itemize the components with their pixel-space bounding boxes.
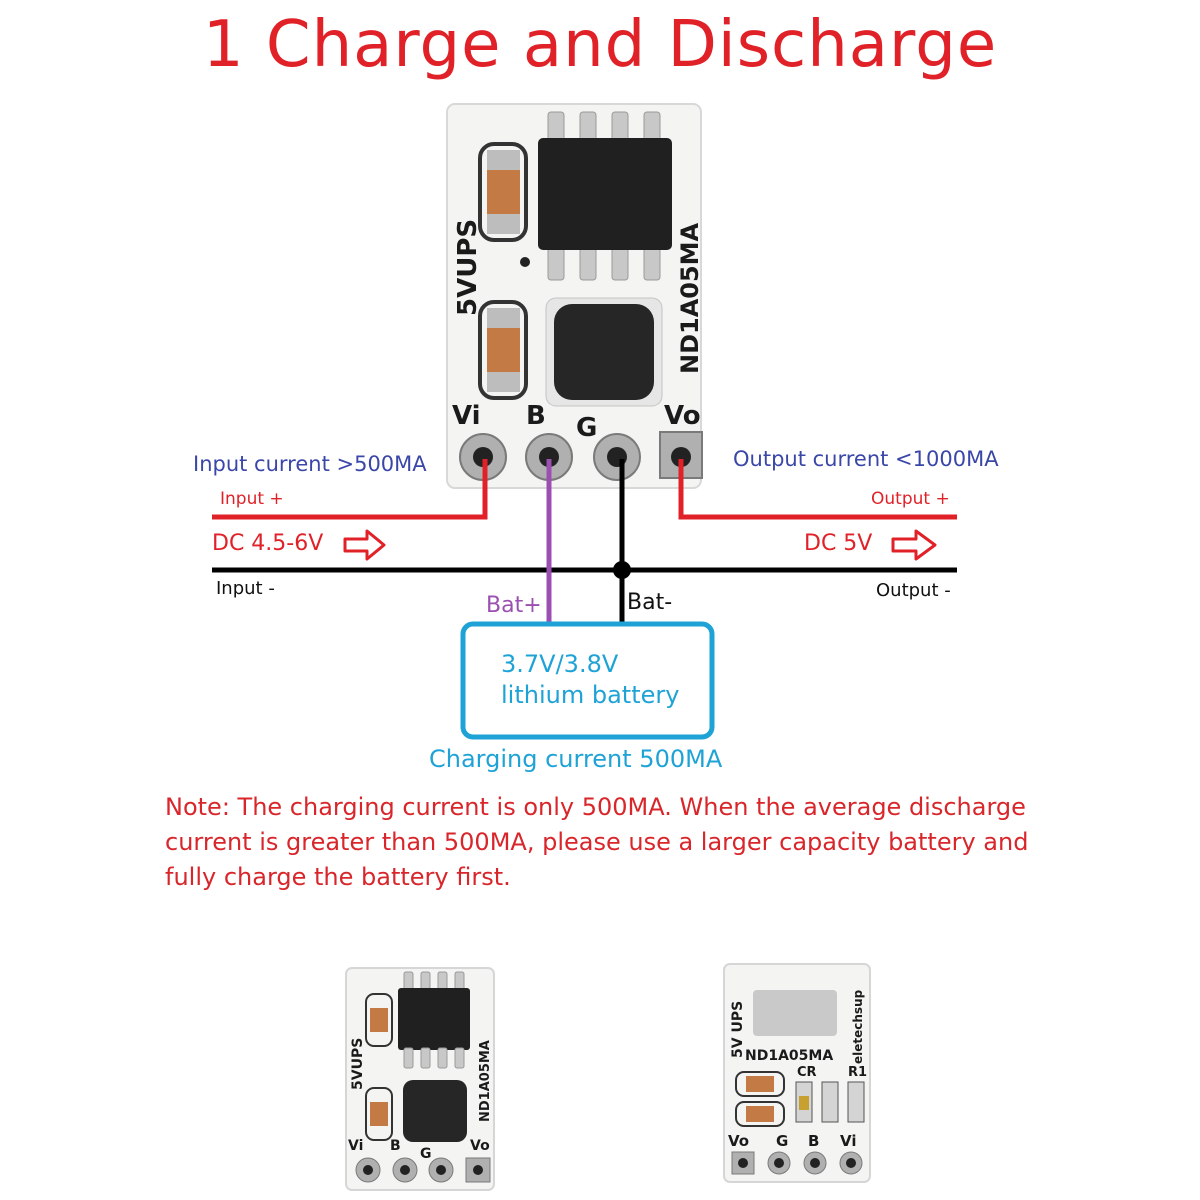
output-plus-label: Output +	[871, 489, 950, 509]
photo-front: 5VUPS ND1A05MA Vi B G Vo	[345, 967, 495, 1191]
back-pin-b: B	[808, 1132, 819, 1150]
output-arrow-icon	[891, 529, 937, 561]
negative-rail	[212, 459, 957, 624]
back-brand-label: eletechsup	[851, 989, 865, 1064]
photo-back: 5V UPS eletechsup ND1A05MA CR R1 Vo G B …	[723, 963, 871, 1183]
input-current-label: Input current >500MA	[193, 452, 427, 476]
main-board: 5VUPS ND1A05MA Vi B G Vo	[446, 103, 704, 489]
pin-label-vo: Vo	[664, 401, 701, 431]
page-title: 1 Charge and Discharge	[202, 8, 998, 82]
junction-dot	[613, 561, 631, 579]
output-minus-label: Output -	[876, 580, 951, 601]
front-pin-vo: Vo	[470, 1138, 490, 1154]
pad-vi	[459, 433, 507, 481]
ic-chip-upper	[538, 111, 672, 281]
bat-plus-label: Bat+	[486, 593, 542, 618]
front-part-label: ND1A05MA	[478, 1040, 493, 1122]
charging-current-label: Charging current 500MA	[429, 745, 723, 773]
pin-label-b: B	[526, 401, 546, 431]
inductor	[545, 297, 663, 407]
battery-type-label: lithium battery	[501, 681, 680, 709]
front-pin-b: B	[390, 1138, 401, 1154]
positive-output-wire	[678, 459, 957, 520]
pad-g	[593, 433, 641, 481]
pin1-dot	[520, 257, 530, 267]
front-pin-vi: Vi	[348, 1138, 363, 1154]
front-model-label: 5VUPS	[350, 1038, 366, 1090]
input-voltage-label: DC 4.5-6V	[212, 531, 324, 556]
back-pin-g: G	[776, 1132, 788, 1150]
board-model-label: 5VUPS	[453, 219, 483, 316]
pin-label-g: G	[576, 413, 597, 443]
output-voltage-label: DC 5V	[804, 531, 873, 556]
input-plus-label: Input +	[220, 489, 284, 509]
battery-box	[460, 621, 715, 740]
capacitor-upper	[478, 142, 528, 242]
back-model-label: 5V UPS	[730, 1001, 746, 1058]
back-pin-vo: Vo	[728, 1132, 749, 1150]
board-part-label: ND1A05MA	[676, 222, 704, 374]
pin-label-vi: Vi	[452, 401, 481, 431]
led-label-r1: R1	[848, 1065, 867, 1080]
battery-voltage-label: 3.7V/3.8V	[501, 650, 619, 678]
input-minus-label: Input -	[216, 578, 275, 599]
led-label-cr: CR	[797, 1065, 817, 1080]
note-text: Note: The charging current is only 500MA…	[165, 793, 1029, 891]
capacitor-lower	[478, 300, 528, 400]
input-arrow-icon	[343, 529, 386, 561]
bat-minus-label: Bat-	[627, 590, 673, 615]
back-pin-vi: Vi	[840, 1132, 857, 1150]
front-pin-g: G	[420, 1146, 432, 1162]
positive-input-wire	[212, 459, 488, 520]
output-current-label: Output current <1000MA	[733, 447, 999, 471]
back-part-label: ND1A05MA	[745, 1048, 833, 1064]
